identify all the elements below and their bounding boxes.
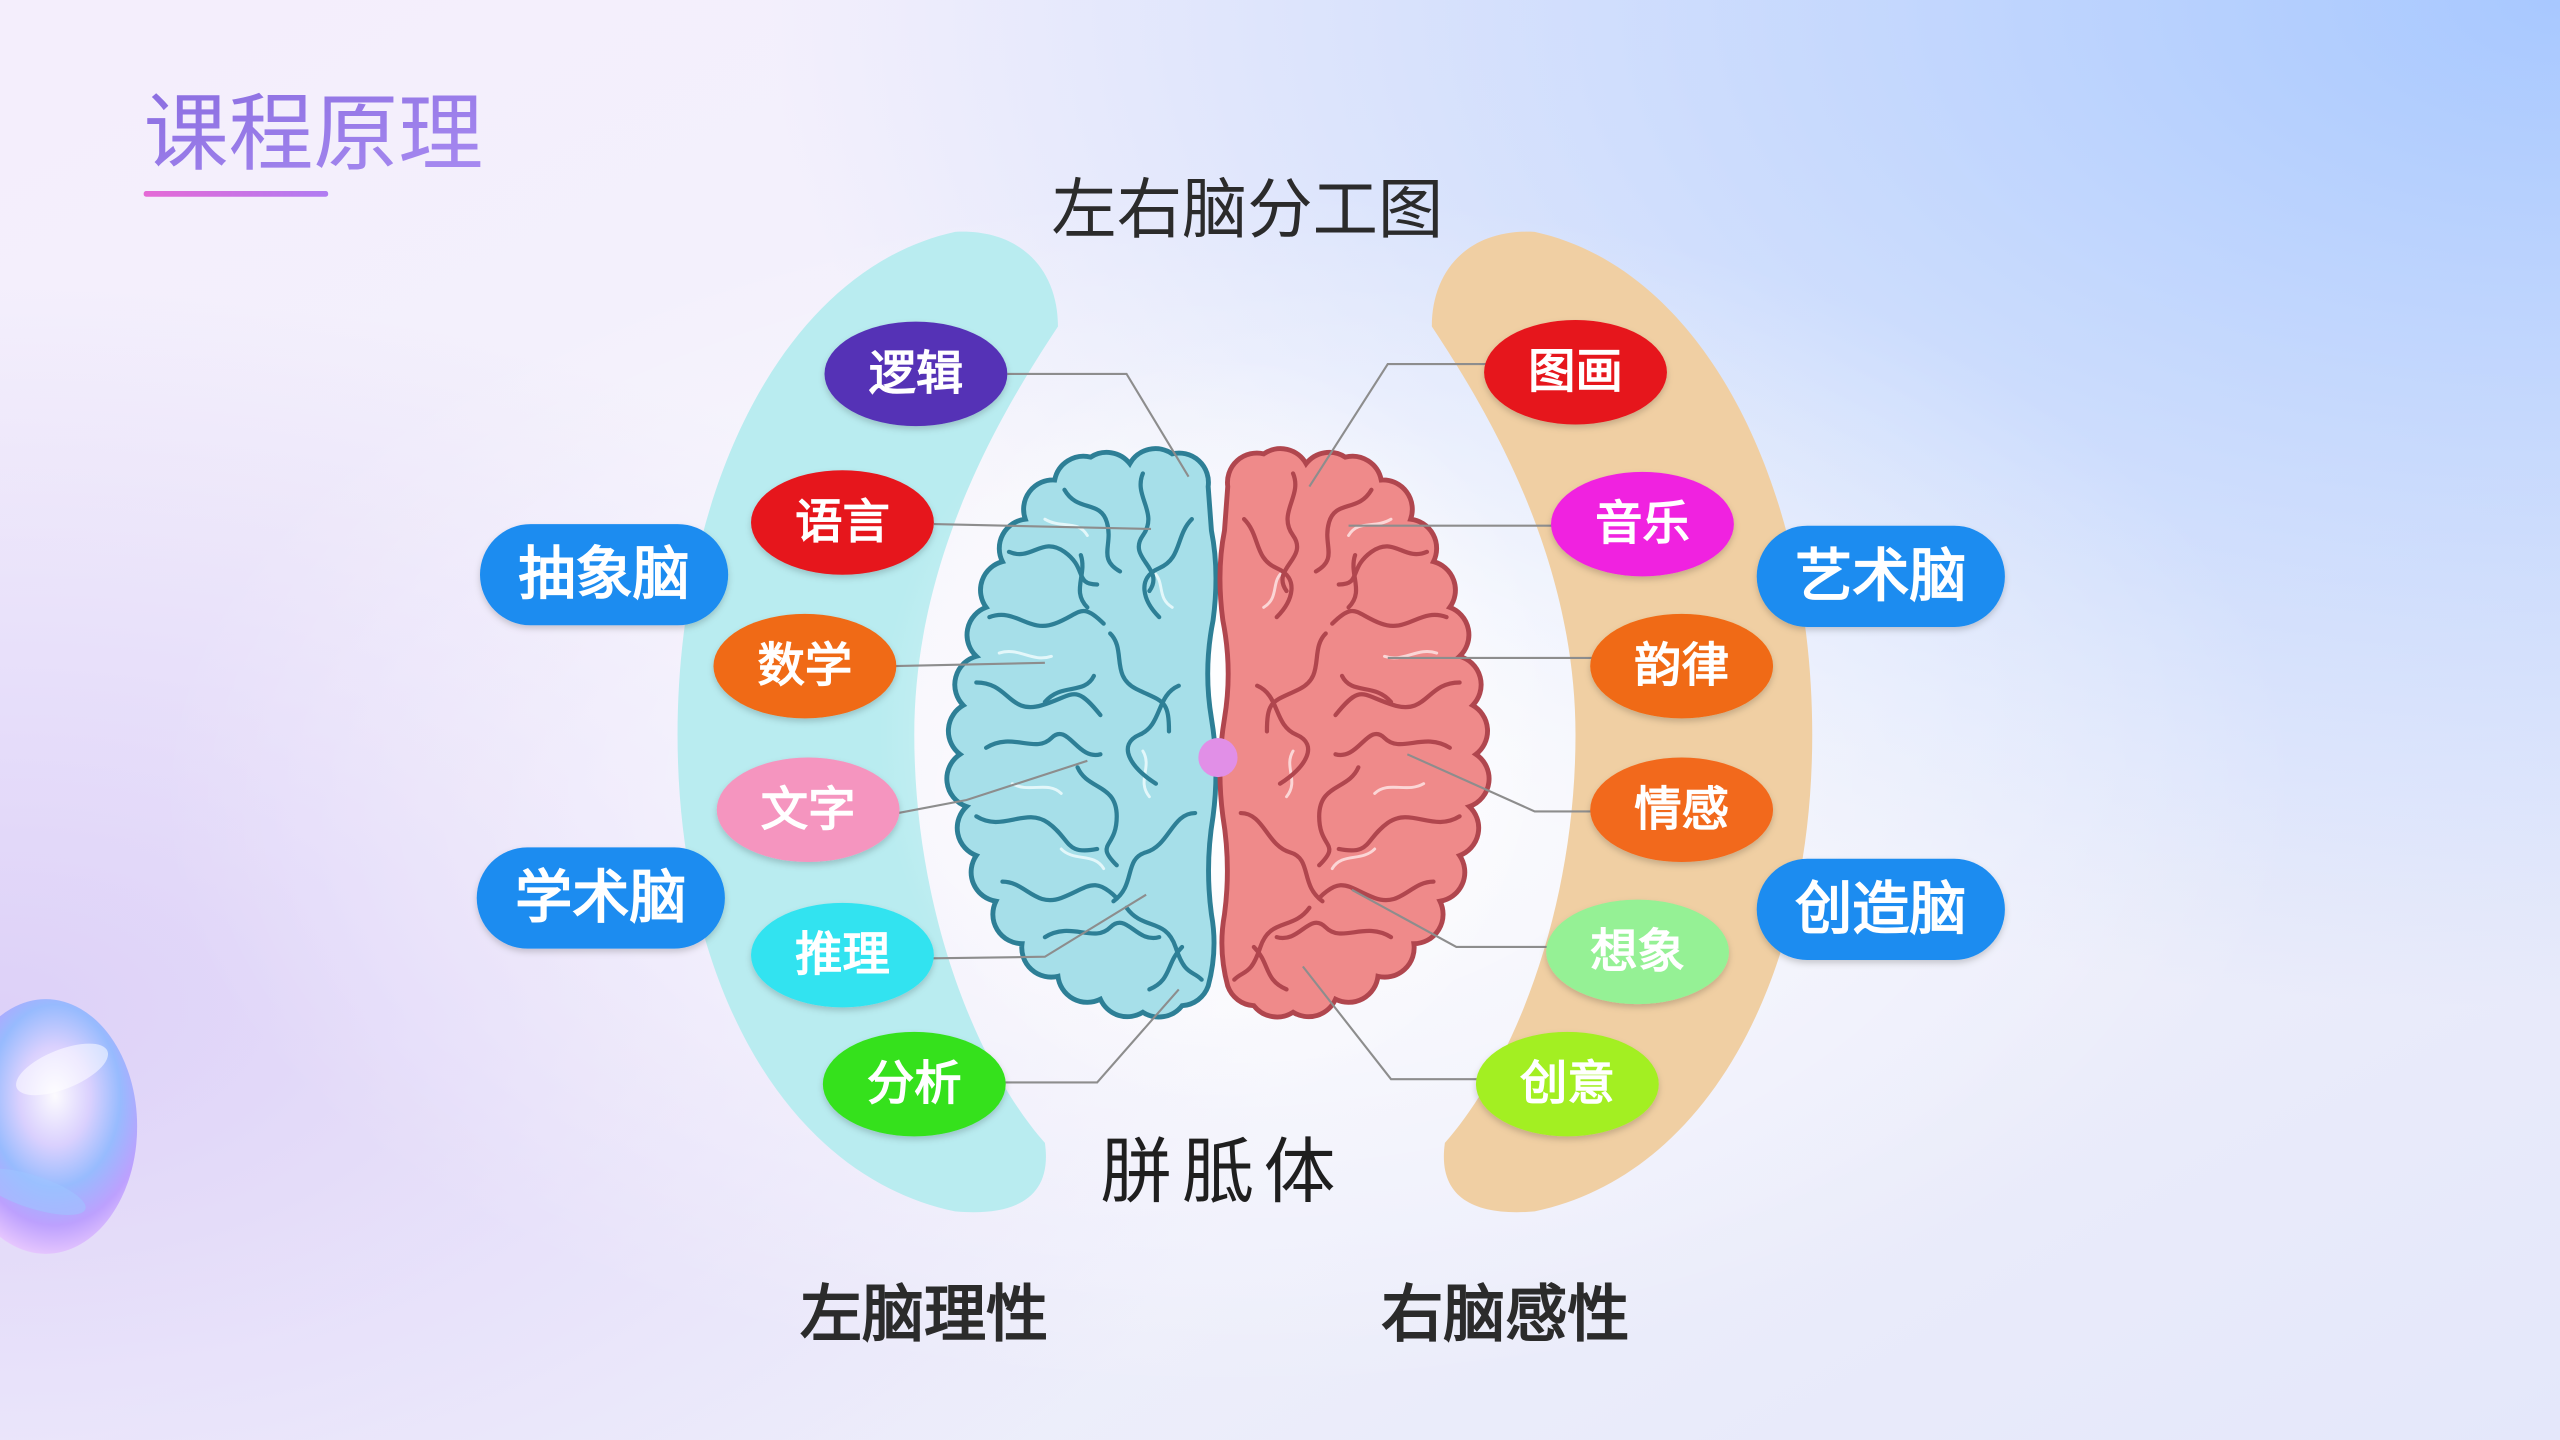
pill-background: [751, 470, 934, 575]
pill-label: 抽象脑: [518, 542, 689, 608]
pill-background: [1756, 525, 2005, 627]
connector-line: [1004, 988, 1180, 1084]
right-brain-caption: 右脑感性: [1381, 1278, 1629, 1351]
connector-line: [1302, 965, 1478, 1081]
page-title: 课程原理: [144, 85, 484, 184]
function-pill-analysis: 分析: [822, 1031, 1006, 1137]
function-pill-logic: 逻辑: [824, 321, 1008, 427]
connector-lines: [894, 363, 1592, 1084]
pill-background: [1475, 1031, 1659, 1137]
pill-label: 数学: [758, 639, 853, 694]
function-pill-rhythm: 韵律: [1590, 613, 1774, 719]
pill-background: [716, 757, 900, 863]
connector-line: [932, 893, 1147, 960]
connector-line: [1007, 372, 1190, 478]
pill-label: 文字: [761, 782, 856, 837]
pill-label: 创造脑: [1794, 876, 1966, 942]
connector-line: [933, 523, 1152, 531]
corpus-callosum-dot: [1198, 737, 1238, 778]
pill-background: [480, 524, 729, 626]
category-pill-creative-brain: 创造脑: [1756, 858, 2005, 960]
category-pill-academic-brain: 学术脑: [476, 847, 725, 949]
pill-background: [1551, 471, 1734, 577]
function-pill-imagination: 想象: [1546, 899, 1729, 1005]
category-pills: 抽象脑 学术脑 艺术脑 创造脑: [476, 524, 2005, 960]
pill-background: [1590, 757, 1774, 863]
connector-line: [1351, 888, 1548, 948]
pill-background: [824, 321, 1008, 427]
connector-line: [1406, 753, 1592, 813]
pill-background: [1756, 858, 2005, 960]
right-function-pills: 图画 音乐 韵律 情感 想象 创意: [1475, 320, 1774, 1137]
function-pill-creativity: 创意: [1475, 1031, 1659, 1137]
connector-line: [897, 759, 1088, 815]
pill-background: [713, 613, 897, 719]
function-pill-emotion: 情感: [1590, 757, 1774, 863]
pill-label: 图画: [1528, 345, 1623, 400]
title-underline: [143, 191, 329, 197]
function-pill-drawing: 图画: [1484, 320, 1667, 425]
function-pill-math: 数学: [713, 613, 897, 719]
pill-label: 情感: [1634, 782, 1729, 837]
pill-label: 学术脑: [515, 865, 686, 931]
pill-label: 推理: [795, 928, 890, 983]
pill-label: 语言: [795, 495, 890, 550]
pill-label: 艺术脑: [1795, 543, 1966, 609]
category-pill-art-brain: 艺术脑: [1756, 525, 2005, 627]
left-brain-caption: 左脑理性: [800, 1278, 1048, 1351]
pill-background: [1484, 320, 1667, 425]
pill-background: [751, 902, 934, 1008]
function-pill-writing: 文字: [716, 757, 900, 863]
diagram-title: 左右脑分工图: [1051, 172, 1443, 248]
pill-label: 想象: [1590, 924, 1685, 979]
connector-line: [894, 661, 1045, 668]
category-pill-abstract-brain: 抽象脑: [480, 524, 729, 626]
left-function-pills: 逻辑 语言 数学 文字 推理 分析: [713, 321, 1008, 1137]
function-pill-language: 语言: [751, 470, 934, 575]
pill-background: [1546, 899, 1729, 1005]
corpus-callosum-label: 胼胝体: [1100, 1130, 1345, 1214]
pill-label: 创意: [1520, 1057, 1615, 1112]
connector-line: [1308, 363, 1486, 488]
pill-background: [476, 847, 725, 949]
decorative-bubble: [0, 999, 138, 1254]
pill-background: [1590, 613, 1774, 719]
pill-label: 音乐: [1595, 497, 1690, 552]
function-pill-music: 音乐: [1551, 471, 1734, 577]
pill-label: 逻辑: [869, 346, 964, 401]
pill-background: [822, 1031, 1006, 1137]
pill-label: 分析: [867, 1057, 962, 1112]
pill-label: 韵律: [1634, 639, 1729, 694]
function-pill-reasoning: 推理: [751, 902, 934, 1008]
